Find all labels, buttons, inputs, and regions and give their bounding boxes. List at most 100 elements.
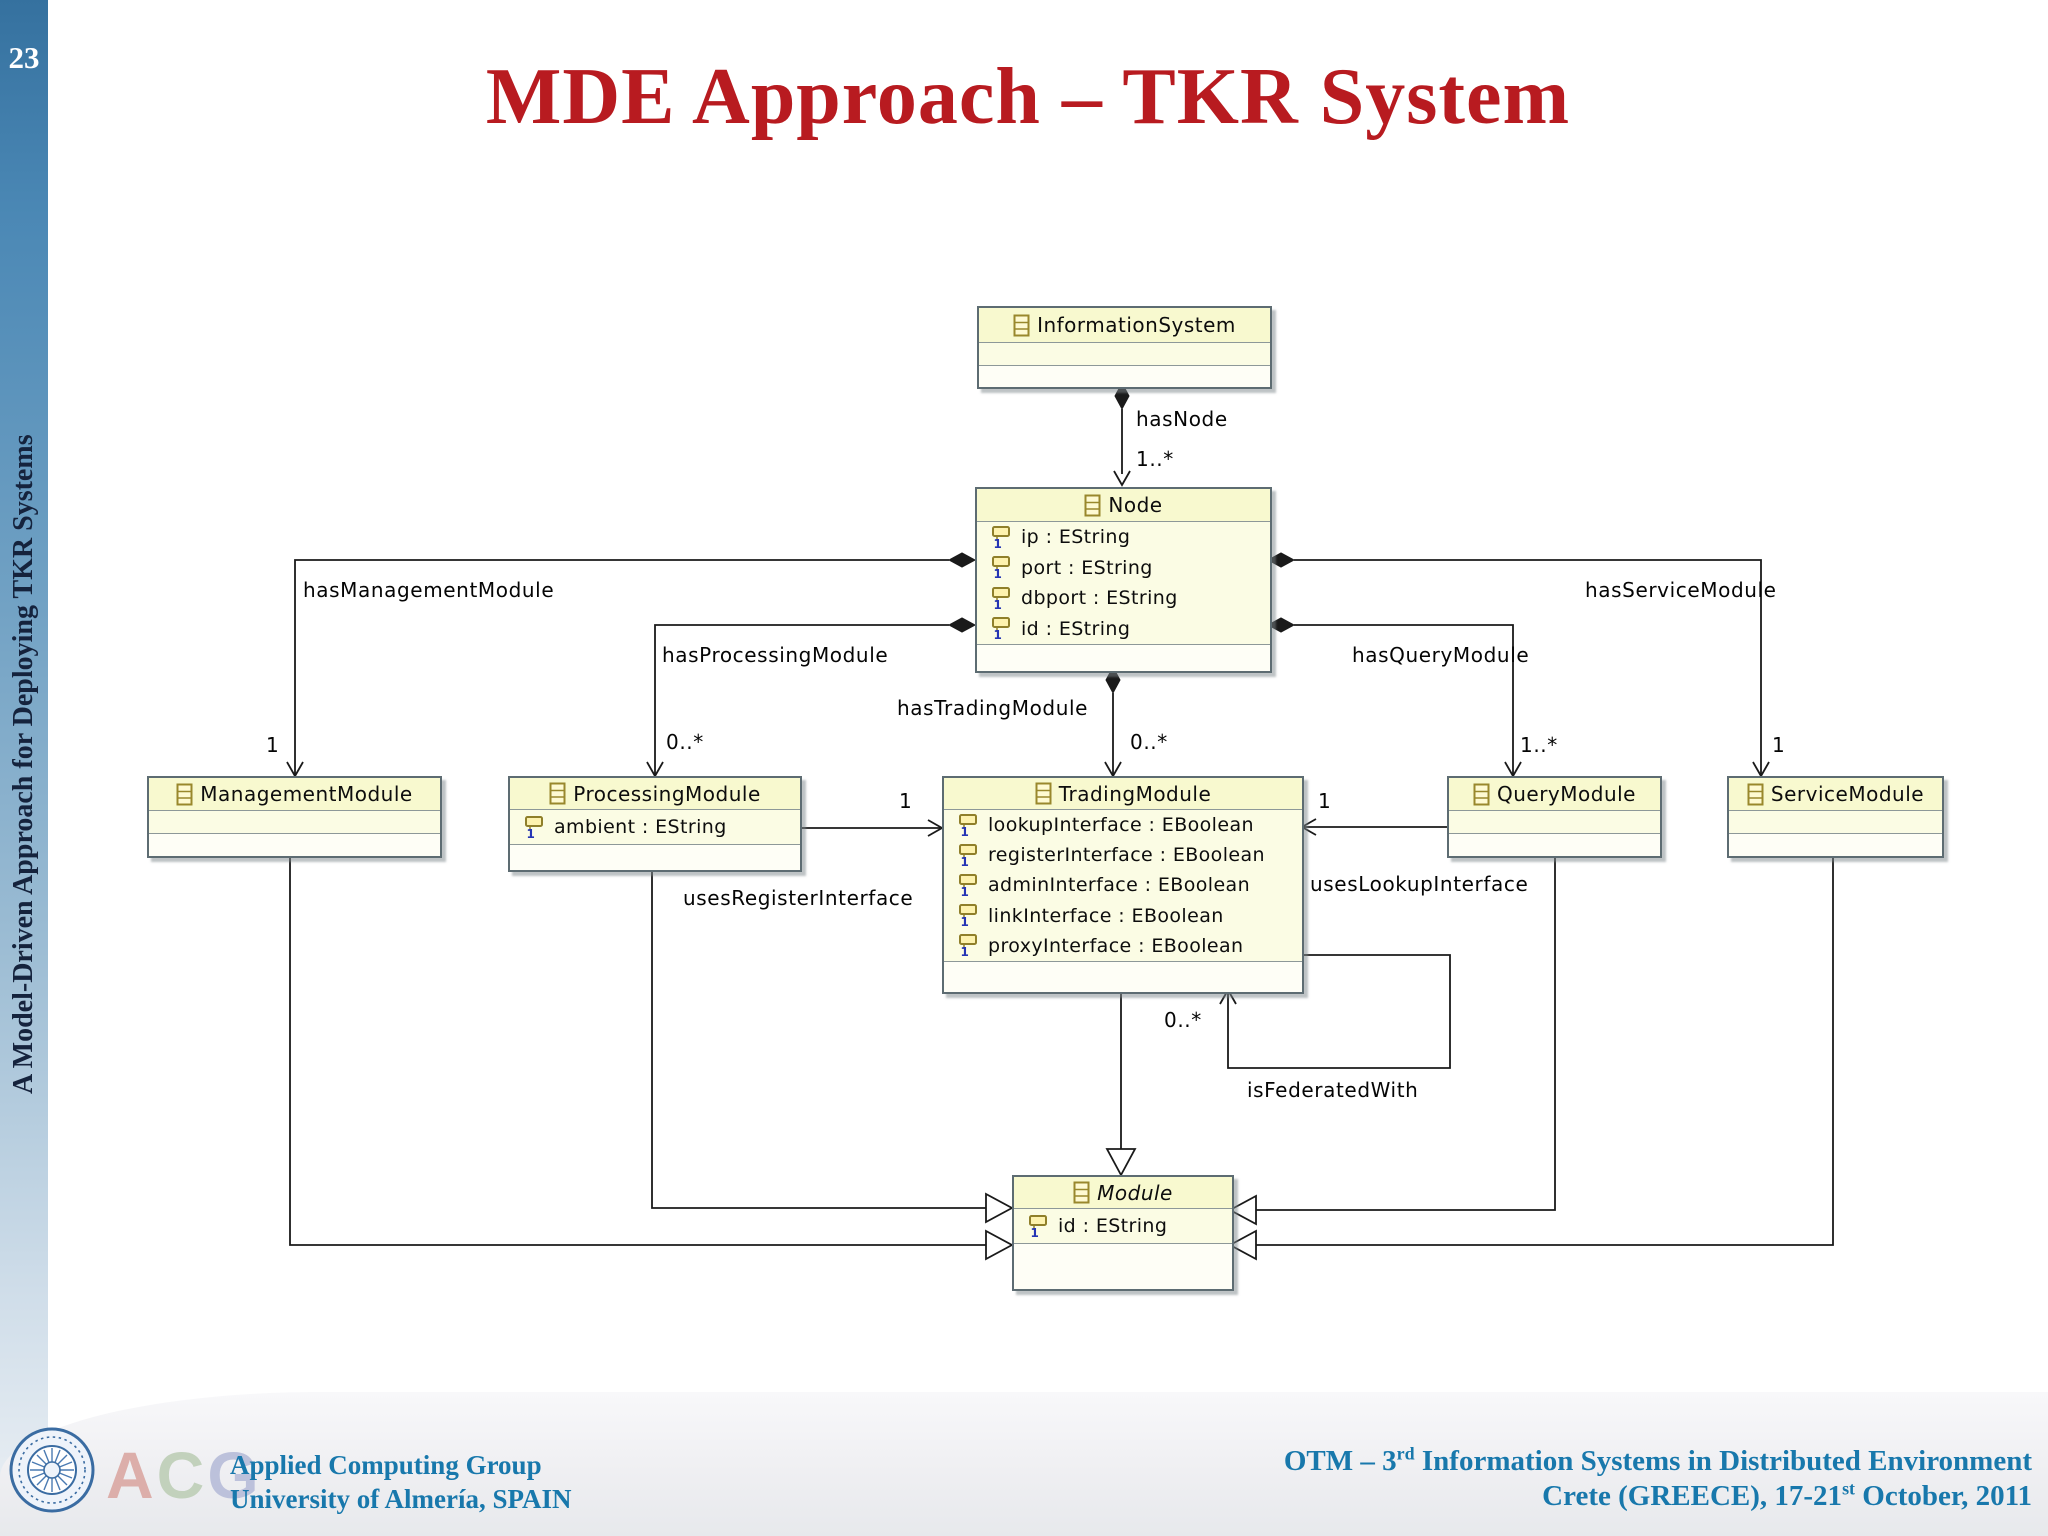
open-arrow-icon-hasNode xyxy=(1113,470,1131,487)
generalization-triangle-icon-gen-management xyxy=(985,1229,1014,1261)
multiplicity-label-hasNode: 1..* xyxy=(1136,447,1174,471)
operations-compartment xyxy=(944,961,1302,992)
slide-title: MDE Approach – TKR System xyxy=(485,53,1571,141)
class-name: Node xyxy=(1108,493,1163,517)
class-icon xyxy=(1473,783,1490,805)
acg-letter-c: C xyxy=(156,1438,208,1512)
conf2-sup: st xyxy=(1842,1478,1856,1499)
organization-info: Applied Computing Group University of Al… xyxy=(230,1448,571,1516)
class-name: InformationSystem xyxy=(1037,313,1236,337)
class-name: Module xyxy=(1097,1180,1173,1205)
edge-label-isFederatedWith: isFederatedWith xyxy=(1247,1078,1419,1102)
attribute-text: dbport : EString xyxy=(1021,587,1178,610)
attribute-icon: 1 xyxy=(959,843,977,868)
class-title-compartment: ServiceModule xyxy=(1729,778,1942,810)
svg-text:1: 1 xyxy=(961,825,970,838)
attribute-text: adminInterface : EBoolean xyxy=(988,874,1251,897)
attribute-text: registerInterface : EBoolean xyxy=(988,844,1265,867)
containment-diamond-icon-hasServiceModule xyxy=(1266,552,1296,568)
attribute-text: id : EString xyxy=(1058,1215,1168,1237)
edge-label-hasServiceModule: hasServiceModule xyxy=(1585,578,1777,602)
attributes-compartment xyxy=(1449,810,1660,833)
edge-gen-query xyxy=(1254,852,1556,1211)
edge-hasManagementModule xyxy=(294,559,949,774)
class-attribute: 1 id : EString xyxy=(1014,1209,1232,1243)
edge-label-usesRegisterInterface: usesRegisterInterface xyxy=(683,886,914,910)
edge-label-hasQueryModule: hasQueryModule xyxy=(1352,643,1530,667)
organization-line2: University of Almería, SPAIN xyxy=(230,1484,572,1514)
class-icon xyxy=(1035,782,1052,805)
multiplicity-label-hasQueryModule: 1..* xyxy=(1520,733,1558,757)
svg-text:1: 1 xyxy=(961,915,970,928)
class-QueryModule: QueryModule xyxy=(1447,776,1662,858)
operations-compartment xyxy=(977,644,1270,671)
acg-letter-a: A xyxy=(106,1438,157,1512)
conf2-post: October, 2011 xyxy=(1855,1480,2032,1512)
attribute-icon: 1 xyxy=(992,556,1010,580)
svg-text:1: 1 xyxy=(994,567,1003,580)
svg-text:1: 1 xyxy=(1031,1226,1040,1239)
conference-line2: Crete (GREECE), 17-21st October, 2011 xyxy=(1284,1479,2032,1514)
multiplicity-label-hasServiceModule: 1 xyxy=(1772,733,1786,757)
attributes-compartment xyxy=(1729,810,1942,833)
class-title-compartment: Module xyxy=(1014,1177,1232,1208)
class-ManagementModule: ManagementModule xyxy=(147,776,442,858)
generalization-triangle-icon-gen-service xyxy=(1228,1229,1257,1261)
class-icon xyxy=(1013,314,1030,336)
edge-label-hasProcessingModule: hasProcessingModule xyxy=(662,643,889,667)
edge-gen-service xyxy=(1254,852,1834,1246)
attribute-text: linkInterface : EBoolean xyxy=(988,904,1224,927)
conf1-pre: OTM – 3 xyxy=(1283,1445,1397,1477)
containment-diamond-icon-hasProcessingModule xyxy=(947,617,977,633)
acg-logo: ACG xyxy=(106,1442,262,1508)
class-attribute: 1 ip : EString xyxy=(977,522,1270,553)
operations-compartment xyxy=(510,844,800,870)
university-seal-logo xyxy=(9,1427,95,1513)
class-title-compartment: QueryModule xyxy=(1449,778,1660,810)
attribute-text: ip : EString xyxy=(1021,526,1131,549)
class-title-compartment: ProcessingModule xyxy=(510,778,800,809)
multiplicity-label-usesRegisterInterface: 1 xyxy=(899,789,913,813)
conf1-sup: rd xyxy=(1396,1443,1415,1464)
attribute-icon: 1 xyxy=(959,904,977,928)
conf2-pre: Crete (GREECE), 17-21 xyxy=(1542,1480,1843,1512)
conference-info: OTM – 3rd Information Systems in Distrib… xyxy=(1284,1444,2032,1514)
attribute-text: ambient : EString xyxy=(554,816,727,838)
attribute-icon: 1 xyxy=(992,586,1010,611)
svg-text:1: 1 xyxy=(961,855,970,868)
class-icon xyxy=(1073,1181,1090,1204)
class-icon xyxy=(176,783,193,805)
class-InformationSystem: InformationSystem xyxy=(977,306,1272,389)
class-attribute: 1 dbport : EString xyxy=(977,583,1270,614)
svg-text:1: 1 xyxy=(994,628,1003,641)
svg-text:1: 1 xyxy=(994,537,1003,550)
attributes-compartment: 1 id : EString xyxy=(1014,1208,1232,1243)
containment-diamond-icon-hasNode xyxy=(1114,381,1130,411)
edge-hasQueryModule xyxy=(1294,624,1514,774)
class-icon xyxy=(1747,783,1764,805)
class-name: ManagementModule xyxy=(200,782,413,806)
attribute-icon: 1 xyxy=(1029,1214,1047,1239)
footer: ACG Applied Computing Group University o… xyxy=(0,1392,2048,1536)
multiplicity-label-hasTradingModule: 0..* xyxy=(1130,730,1168,754)
edge-hasProcessingModule xyxy=(654,624,949,774)
class-name: QueryModule xyxy=(1496,782,1636,806)
operations-compartment xyxy=(1449,833,1660,856)
containment-diamond-icon-hasManagementModule xyxy=(947,552,977,568)
class-title-compartment: ManagementModule xyxy=(149,778,440,810)
attribute-icon: 1 xyxy=(959,873,977,898)
attributes-compartment xyxy=(979,342,1270,365)
edge-label-hasManagementModule: hasManagementModule xyxy=(303,578,555,602)
attribute-text: lookupInterface : EBoolean xyxy=(988,814,1254,837)
generalization-triangle-icon-gen-processing xyxy=(985,1192,1014,1224)
containment-diamond-icon-hasQueryModule xyxy=(1266,617,1296,633)
